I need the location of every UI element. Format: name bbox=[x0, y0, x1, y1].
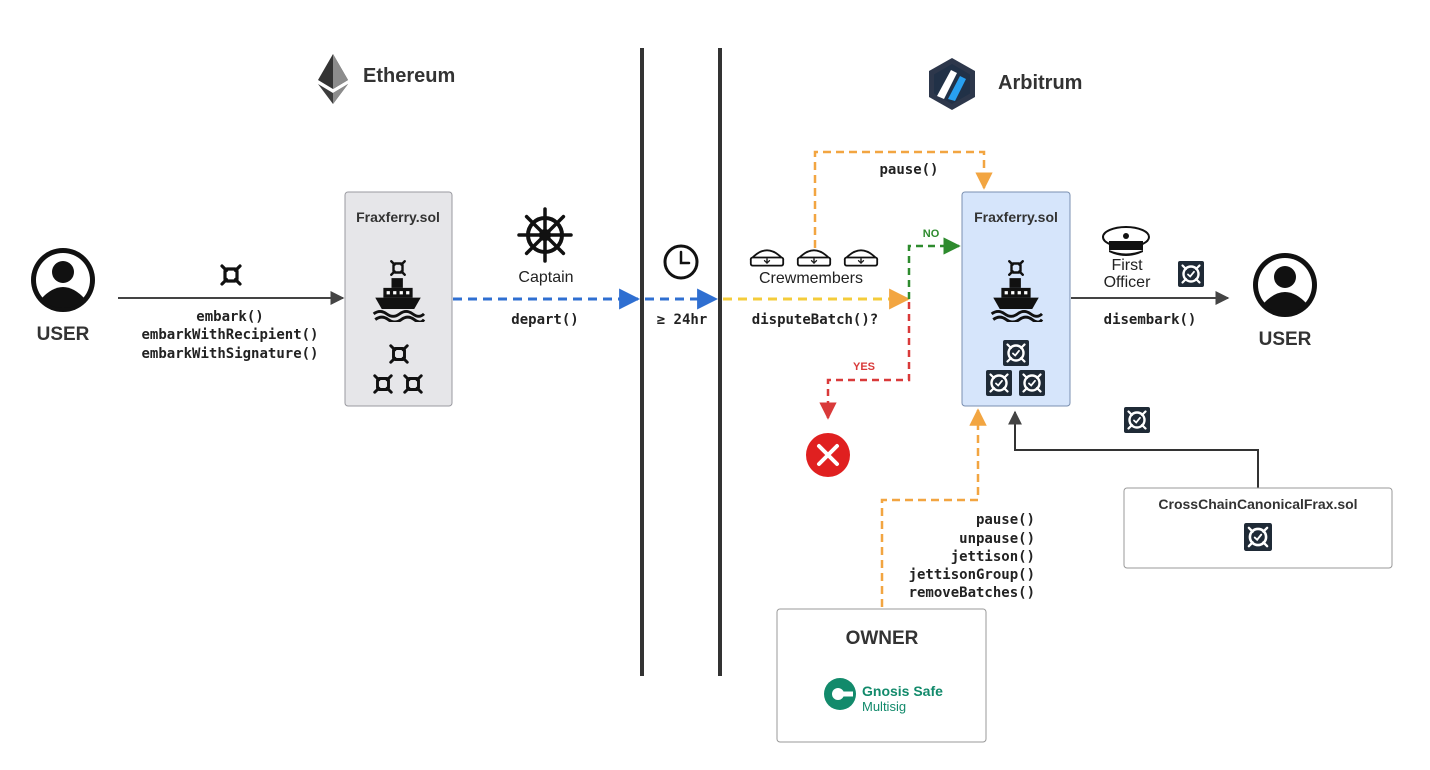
frax-token-icon bbox=[220, 264, 242, 286]
ethereum-logo-icon bbox=[318, 54, 348, 104]
ship-wheel-icon bbox=[517, 207, 573, 263]
rejected-x-icon bbox=[806, 433, 850, 477]
wait-period-label: ≥ 24hr bbox=[657, 312, 708, 328]
first-officer-label-line2: Officer bbox=[1104, 274, 1152, 291]
canonical-frax-token-icon bbox=[1124, 407, 1150, 433]
captain-hat-icon bbox=[1102, 226, 1150, 256]
sailor-hat-icon bbox=[749, 249, 785, 267]
dispute-function: disputeBatch()? bbox=[752, 312, 878, 328]
arbitrum-fraxferry-title: Fraxferry.sol bbox=[974, 209, 1058, 225]
yes-label: YES bbox=[853, 361, 875, 373]
embark-with-signature-function: embarkWithSignature() bbox=[141, 346, 318, 362]
owner-pause-function: pause() bbox=[976, 512, 1035, 528]
embark-with-recipient-function: embarkWithRecipient() bbox=[141, 327, 318, 343]
arbitrum-label: Arbitrum bbox=[998, 72, 1082, 94]
gnosis-safe-logo-icon bbox=[824, 678, 856, 710]
user-right-label: USER bbox=[1259, 329, 1312, 350]
crewmembers-label: Crewmembers bbox=[759, 270, 863, 287]
canonical-frax-token-icon bbox=[986, 370, 1012, 396]
owner-unpause-function: unpause() bbox=[959, 531, 1035, 547]
user-left-avatar-icon bbox=[31, 248, 95, 312]
canonical-frax-title: CrossChainCanonicalFrax.sol bbox=[1158, 496, 1357, 512]
arbitrum-logo-icon bbox=[929, 58, 975, 110]
owner-box bbox=[776, 608, 987, 743]
gnosis-safe-subtitle: Multisig bbox=[862, 699, 906, 714]
first-officer-label-line1: First bbox=[1111, 257, 1143, 274]
gnosis-safe-name: Gnosis Safe bbox=[862, 683, 943, 699]
ethereum-fraxferry-title: Fraxferry.sol bbox=[356, 209, 440, 225]
canonical-frax-token-icon bbox=[1178, 261, 1204, 287]
sailor-hat-icon bbox=[796, 249, 832, 267]
no-label: NO bbox=[923, 228, 940, 240]
ethereum-label: Ethereum bbox=[363, 65, 455, 87]
owner-control-arrow bbox=[880, 408, 987, 607]
owner-jettison-group-function: jettisonGroup() bbox=[909, 567, 1035, 583]
canonical-frax-token-icon bbox=[1003, 340, 1029, 366]
canonical-frax-token-icon bbox=[1244, 523, 1272, 551]
clock-icon bbox=[663, 244, 699, 280]
embark-function: embark() bbox=[196, 309, 263, 325]
captain-label: Captain bbox=[518, 269, 573, 286]
canonical-supply-arrow bbox=[1008, 410, 1259, 488]
user-left-label: USER bbox=[37, 324, 90, 345]
canonical-frax-token-icon bbox=[1019, 370, 1045, 396]
owner-jettison-function: jettison() bbox=[951, 549, 1035, 565]
sailor-hat-icon bbox=[843, 249, 879, 267]
disembark-function: disembark() bbox=[1104, 312, 1197, 328]
owner-remove-batches-function: removeBatches() bbox=[909, 585, 1035, 601]
depart-function: depart() bbox=[511, 312, 578, 328]
dispute-yes-arrow bbox=[819, 302, 911, 420]
owner-title: OWNER bbox=[846, 628, 919, 649]
dispute-no-arrow bbox=[907, 237, 961, 299]
user-right-avatar-icon bbox=[1253, 253, 1317, 317]
crew-pause-function: pause() bbox=[879, 162, 938, 178]
